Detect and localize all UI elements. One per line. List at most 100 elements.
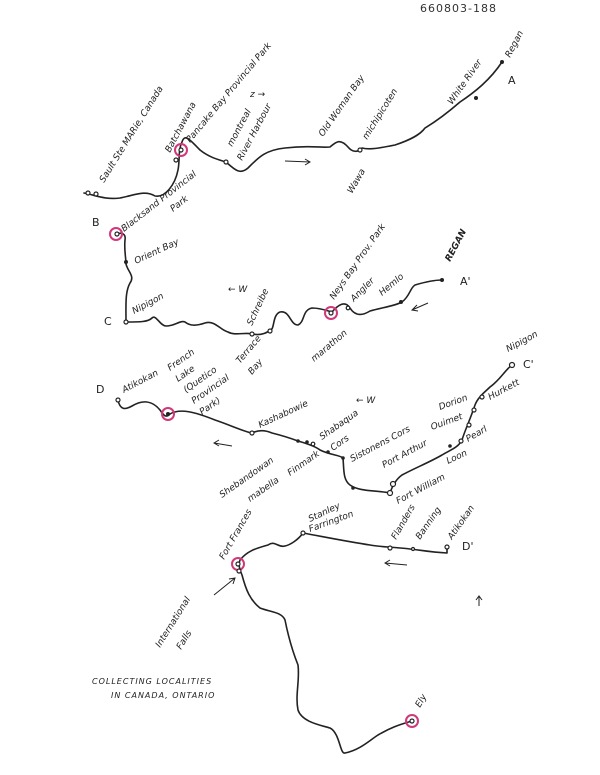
label-regan: Regan bbox=[504, 29, 526, 59]
marker-c-prime: C' bbox=[523, 358, 534, 371]
stop-port-arthur bbox=[389, 480, 397, 488]
stop-dorion bbox=[471, 407, 477, 413]
label-wawa: Wawa bbox=[346, 167, 368, 195]
label-regan-b: REGAN bbox=[444, 227, 469, 263]
marker-b: B bbox=[92, 216, 100, 229]
collecting-site-ely bbox=[405, 714, 419, 728]
label-hurkett: Hurkett bbox=[487, 378, 522, 403]
stop-farrington bbox=[300, 530, 306, 536]
marker-c: C bbox=[104, 315, 112, 328]
stop-batchawana bbox=[173, 157, 179, 163]
collecting-site-blacksand bbox=[109, 227, 123, 241]
label-fort-frances: Fort Frances bbox=[218, 508, 255, 562]
stop-pearl bbox=[458, 438, 464, 444]
label-shebandowan: Shebandowan bbox=[218, 456, 276, 501]
label-white-river: White River bbox=[446, 57, 485, 107]
label-angler: Angler bbox=[348, 275, 377, 304]
stop-kashabowie bbox=[249, 430, 255, 436]
stop-hemlo bbox=[399, 300, 403, 304]
direction-arrow-icon bbox=[410, 302, 429, 312]
stop-sault bbox=[85, 190, 91, 196]
route-a bbox=[83, 61, 503, 200]
direction-arrow-icon bbox=[213, 439, 233, 447]
pointer-arrow-icon bbox=[213, 577, 236, 596]
label-terrace-2: Bay bbox=[247, 357, 266, 377]
route-d bbox=[238, 532, 448, 754]
marker-a: A bbox=[508, 74, 516, 87]
stop-white-river bbox=[474, 96, 478, 100]
segment-a: Sault Ste MARie, Canada Batchawana Panca… bbox=[83, 29, 526, 200]
stop-flanders bbox=[387, 545, 393, 551]
stop-international-falls bbox=[236, 568, 242, 574]
marker-d-prime: D' bbox=[462, 540, 474, 553]
stop-michipicoten bbox=[357, 147, 363, 153]
label-nipigon-c: Nipigon bbox=[505, 330, 540, 355]
label-dorion: Dorion bbox=[438, 393, 470, 413]
label-falls: Falls bbox=[175, 629, 194, 652]
map-title-line-2: IN CANADA, ONTARIO bbox=[111, 691, 215, 700]
collecting-site-french-lake bbox=[161, 407, 175, 421]
collecting-site-neys-bay bbox=[324, 306, 338, 320]
stop-loon bbox=[448, 444, 452, 448]
stop-terrace-bay bbox=[249, 331, 255, 337]
stop-ely bbox=[409, 718, 415, 724]
label-atikokan-c: Atikokan bbox=[120, 368, 161, 396]
label-shabaqua-2: Cors bbox=[329, 434, 352, 454]
direction-label-a: z → bbox=[249, 90, 266, 100]
label-fort-william: Fort William bbox=[395, 472, 448, 506]
label-ely: Ely bbox=[414, 692, 430, 709]
stop-finmark bbox=[326, 450, 330, 454]
marker-d: D bbox=[96, 383, 104, 396]
label-orient-bay: Orient Bay bbox=[133, 237, 181, 267]
stop-hurkett bbox=[479, 394, 485, 400]
direction-label-b: ← W bbox=[228, 285, 248, 295]
stop-ouimet bbox=[466, 422, 472, 428]
stop-french-lake bbox=[166, 412, 170, 416]
stop-blacksand bbox=[114, 231, 120, 237]
segment-b: B C A' Blacksand Provincial Park Orient … bbox=[92, 169, 471, 377]
north-arrow-icon bbox=[475, 595, 483, 606]
label-old-woman-bay: Old Woman Bay bbox=[317, 73, 367, 139]
stop-shabaqua bbox=[310, 441, 316, 447]
label-atikokan-d: Atikokan bbox=[446, 504, 477, 543]
route-c bbox=[117, 364, 513, 494]
label-michipicoten: michipicoten bbox=[361, 87, 400, 142]
label-schreiber: Schreibe bbox=[246, 287, 272, 327]
stop-mabella bbox=[305, 440, 309, 444]
stop-sistonens bbox=[341, 456, 345, 460]
stop-banning bbox=[410, 546, 416, 552]
stop-stanley bbox=[351, 486, 355, 490]
direction-label-c: ← W bbox=[356, 396, 376, 406]
stop-fort-william bbox=[386, 489, 394, 497]
stop-shebandowan bbox=[296, 439, 300, 443]
label-nipigon: Nipigon bbox=[131, 292, 166, 317]
map-title-line-1: COLLECTING LOCALITIES bbox=[92, 677, 212, 686]
stop-schreiber bbox=[267, 328, 273, 334]
stop-regan-b bbox=[440, 278, 444, 282]
stop-marathon bbox=[345, 305, 351, 311]
label-sault: Sault Ste MARie, Canada bbox=[98, 85, 166, 185]
stop-montreal-river bbox=[223, 159, 229, 165]
stop-regan bbox=[500, 60, 504, 64]
document-id: 660803-188 bbox=[420, 2, 497, 15]
direction-arrow-icon bbox=[284, 158, 311, 166]
stop-pancake bbox=[178, 147, 184, 153]
stop-orient-bay bbox=[124, 260, 128, 264]
stop-fort-frances bbox=[235, 561, 241, 567]
label-finmark: Finmark bbox=[286, 449, 322, 479]
marker-a-prime: A' bbox=[460, 275, 471, 288]
label-kashabowie: Kashabowie bbox=[257, 399, 310, 431]
segment-d: D' Atikokan Banning Flanders Farrington … bbox=[154, 503, 483, 754]
label-banning: Banning bbox=[414, 505, 444, 541]
stop-nipigon-c bbox=[508, 361, 516, 369]
collecting-site-pancake bbox=[174, 143, 188, 157]
stop-nipigon bbox=[123, 319, 129, 325]
label-hemlo: Hemlo bbox=[378, 272, 407, 299]
direction-arrow-icon bbox=[384, 559, 408, 567]
label-ouimet: Ouimet bbox=[430, 412, 465, 433]
stop-atikokan-d bbox=[444, 544, 450, 550]
stop-neys-bay bbox=[328, 310, 334, 316]
label-marathon: marathon bbox=[310, 328, 350, 364]
stop-atikokan-c bbox=[115, 397, 121, 403]
